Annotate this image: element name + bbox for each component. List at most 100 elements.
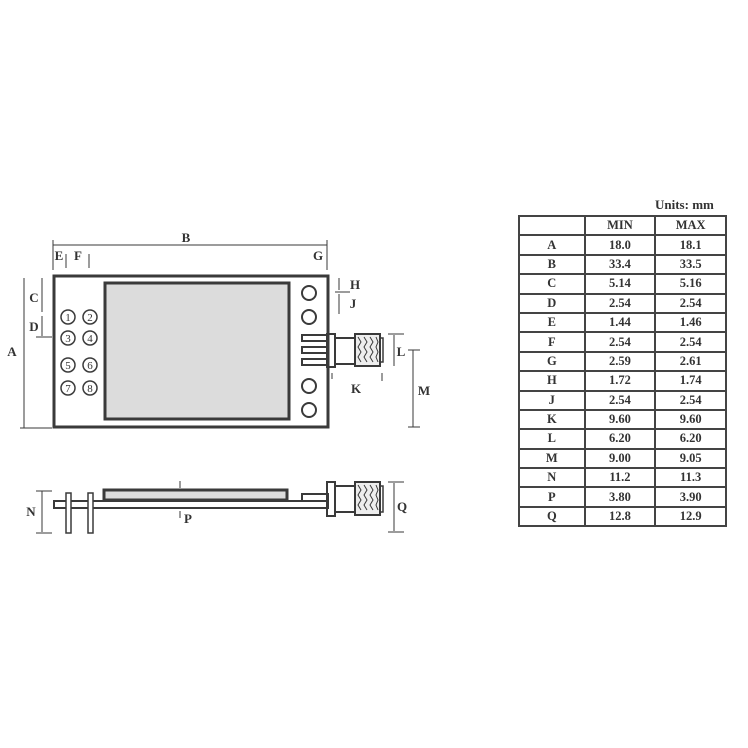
max-cell: 2.61 [654,350,727,373]
header-min: MIN [583,214,657,237]
min-cell: 2.54 [583,331,657,353]
dimension-cell: P [518,486,586,508]
dim-label-q: Q [397,499,407,514]
dimension-cell: Q [518,505,586,528]
pin-grid: 1 2 3 4 5 6 7 8 [60,309,98,396]
max-cell: 12.9 [654,505,727,528]
dim-label-m: M [418,383,430,398]
dimension-cell: F [518,331,586,353]
dimension-cell: K [518,408,586,431]
max-cell: 1.46 [654,311,727,334]
top-view [52,274,384,429]
dimension-lines-side [36,481,404,534]
display-screen [103,281,291,421]
min-cell: 1.44 [583,311,657,334]
max-cell: 11.3 [654,467,727,489]
dimension-cell: N [518,467,586,489]
side-pin [87,492,94,534]
dim-label-d: D [29,319,38,334]
side-pin [65,492,72,534]
min-cell: 3.80 [583,486,657,508]
dim-label-p: P [184,511,192,526]
dimension-cell: C [518,273,586,295]
pad-icon [301,402,317,418]
pad-icon [301,285,317,301]
max-cell: 2.54 [654,331,727,353]
dim-label-f: F [74,248,82,263]
dimension-cell: J [518,389,586,411]
side-view [53,481,384,534]
max-cell: 33.5 [654,253,727,276]
max-cell: 3.90 [654,486,727,508]
dim-label-a: A [7,344,17,359]
connector-body [334,337,356,365]
max-cell: 2.54 [654,389,727,411]
dim-label-n: N [26,504,36,519]
min-cell: 5.14 [583,273,657,295]
pin-5-label: 5 [65,360,71,372]
dim-label-e: E [55,248,64,263]
max-cell: 18.1 [654,234,727,256]
dimension-cell: A [518,234,586,256]
pad-icon [301,309,317,325]
min-cell: 1.72 [583,370,657,392]
dimension-cell: L [518,428,586,450]
dimension-cell: M [518,447,586,470]
min-cell: 2.54 [583,389,657,411]
dim-label-b: B [182,230,191,245]
pad-icon [301,378,317,394]
pin-8-label: 8 [87,383,93,395]
pin-2-label: 2 [87,312,93,324]
pin-1-label: 1 [65,312,71,324]
dim-label-c: C [29,290,38,305]
dimension-cell: G [518,350,586,373]
min-cell: 12.8 [583,505,657,528]
min-cell: 18.0 [583,234,657,256]
table-header-row: MIN MAX [518,214,727,237]
min-cell: 9.60 [583,408,657,431]
pin-6-label: 6 [87,360,93,372]
min-cell: 9.00 [583,447,657,470]
max-cell: 5.16 [654,273,727,295]
max-cell: 6.20 [654,428,727,450]
side-screen [102,488,289,502]
max-cell: 2.54 [654,292,727,314]
pin-3-label: 3 [65,333,71,345]
dim-label-l: L [397,344,406,359]
header-dimension [518,214,586,237]
dimension-cell: E [518,311,586,334]
max-cell: 1.74 [654,370,727,392]
pin-4-label: 4 [87,333,93,345]
dimension-cell: H [518,370,586,392]
min-cell: 2.59 [583,350,657,373]
dim-label-k: K [351,381,362,396]
min-cell: 2.54 [583,292,657,314]
min-cell: 11.2 [583,467,657,489]
dimension-cell: B [518,253,586,276]
dimension-lines-top [20,240,420,429]
dim-label-h: H [350,277,360,292]
max-cell: 9.05 [654,447,727,470]
side-board [53,500,329,509]
header-max: MAX [654,214,727,237]
min-cell: 33.4 [583,253,657,276]
dimension-cell: D [518,292,586,314]
pin-7-label: 7 [65,383,71,395]
min-cell: 6.20 [583,428,657,450]
